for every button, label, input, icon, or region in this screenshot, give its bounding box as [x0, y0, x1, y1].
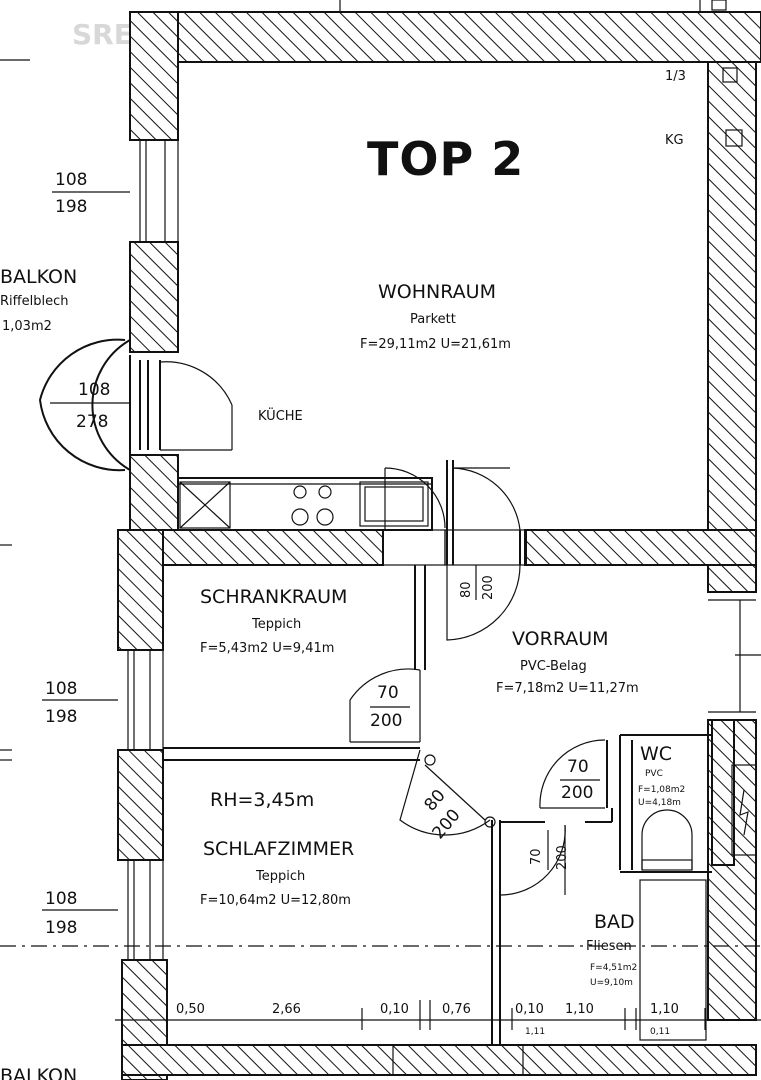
svg-text:200: 200 — [370, 711, 402, 731]
balkon-top-material: Riffelblech — [0, 294, 68, 309]
wohnraum-floor: Parkett — [410, 312, 456, 327]
schrankraum-name: SCHRANKRAUM — [200, 586, 347, 608]
bad-area: F=4,51m2 — [590, 963, 637, 973]
svg-text:278: 278 — [76, 412, 108, 432]
svg-text:108: 108 — [45, 889, 77, 909]
svg-text:0,10: 0,10 — [380, 1002, 409, 1017]
svg-text:0,11: 0,11 — [650, 1027, 670, 1037]
door-label-1: 80 200 — [459, 565, 496, 600]
schlafzimmer-floor: Teppich — [255, 869, 305, 884]
wc-floor: PVC — [645, 769, 663, 779]
window-label-2: 108 278 — [50, 380, 130, 432]
schrankraum-dims: F=5,43m2 U=9,41m — [200, 641, 334, 656]
wohnraum-dims: F=29,11m2 U=21,61m — [360, 337, 511, 352]
wc-perim: U=4,18m — [638, 798, 681, 808]
svg-text:108: 108 — [45, 679, 77, 699]
door-label-5: 70 200 — [529, 830, 570, 870]
vorraum-dims: F=7,18m2 U=11,27m — [496, 681, 639, 696]
schrankraum-floor: Teppich — [251, 617, 301, 632]
door-label-3: 80 200 — [421, 786, 465, 843]
window-label-1: 108 198 — [52, 170, 130, 217]
svg-text:200: 200 — [481, 575, 496, 600]
bad-name: BAD — [594, 911, 635, 933]
svg-text:0,76: 0,76 — [442, 1002, 471, 1017]
svg-text:1,10: 1,10 — [650, 1002, 679, 1017]
svg-text:70: 70 — [377, 683, 399, 703]
unit-title: TOP 2 — [367, 132, 524, 186]
schlafzimmer-dims: F=10,64m2 U=12,80m — [200, 893, 351, 908]
door-label-2: 70 200 — [370, 683, 410, 731]
svg-text:1,11: 1,11 — [525, 1027, 545, 1037]
top-right-fraction: 1/3 — [665, 69, 686, 84]
kitchen-counter — [177, 477, 433, 531]
wohnraum-name: WOHNRAUM — [378, 281, 496, 303]
svg-text:0,10: 0,10 — [515, 1002, 544, 1017]
svg-text:200: 200 — [555, 845, 570, 870]
bad-perim: U=9,10m — [590, 978, 633, 988]
toilet — [641, 809, 693, 870]
svg-text:198: 198 — [45, 918, 77, 938]
svg-text:80: 80 — [459, 581, 474, 598]
wc-name: WC — [640, 743, 672, 765]
balkon-top-name: BALKON — [0, 266, 77, 288]
window-label-4: 108 198 — [42, 889, 118, 938]
svg-text:198: 198 — [45, 707, 77, 727]
balcony-door — [38, 338, 233, 472]
svg-text:70: 70 — [529, 848, 544, 865]
vorraum-name: VORRAUM — [512, 628, 609, 650]
svg-text:70: 70 — [567, 757, 589, 777]
svg-text:108: 108 — [55, 170, 87, 190]
svg-text:108: 108 — [78, 380, 110, 400]
svg-text:1,10: 1,10 — [565, 1002, 594, 1017]
window-3 — [127, 650, 164, 750]
window-1 — [139, 140, 179, 242]
window-4 — [127, 860, 164, 960]
svg-text:0,50: 0,50 — [176, 1002, 205, 1017]
svg-text:200: 200 — [561, 783, 593, 803]
vorraum-floor: PVC-Belag — [520, 659, 587, 674]
schlafzimmer-name: SCHLAFZIMMER — [203, 838, 354, 860]
door-swings — [349, 467, 606, 896]
dimension-labels: 0,50 2,66 0,10 0,76 0,10 1,10 1,10 1,11 … — [176, 1002, 679, 1037]
walls — [117, 11, 761, 1080]
electric-box-icon — [731, 764, 757, 856]
kueche-label: KÜCHE — [258, 407, 303, 424]
bad-floor: Fliesen — [586, 939, 632, 954]
top-right-kg: KG — [665, 133, 684, 148]
window-label-3: 108 198 — [42, 679, 118, 727]
bathtub — [639, 879, 707, 1041]
svg-text:2,66: 2,66 — [272, 1002, 301, 1017]
svg-text:198: 198 — [55, 197, 87, 217]
wc-area: F=1,08m2 — [638, 785, 685, 795]
interior-walls — [163, 565, 761, 1045]
ceiling-height: RH=3,45m — [210, 789, 314, 811]
balkon-bottom-name: BALKON — [0, 1065, 77, 1080]
balkon-top-area: 1,03m2 — [2, 319, 52, 334]
door-label-4: 70 200 — [560, 757, 600, 803]
